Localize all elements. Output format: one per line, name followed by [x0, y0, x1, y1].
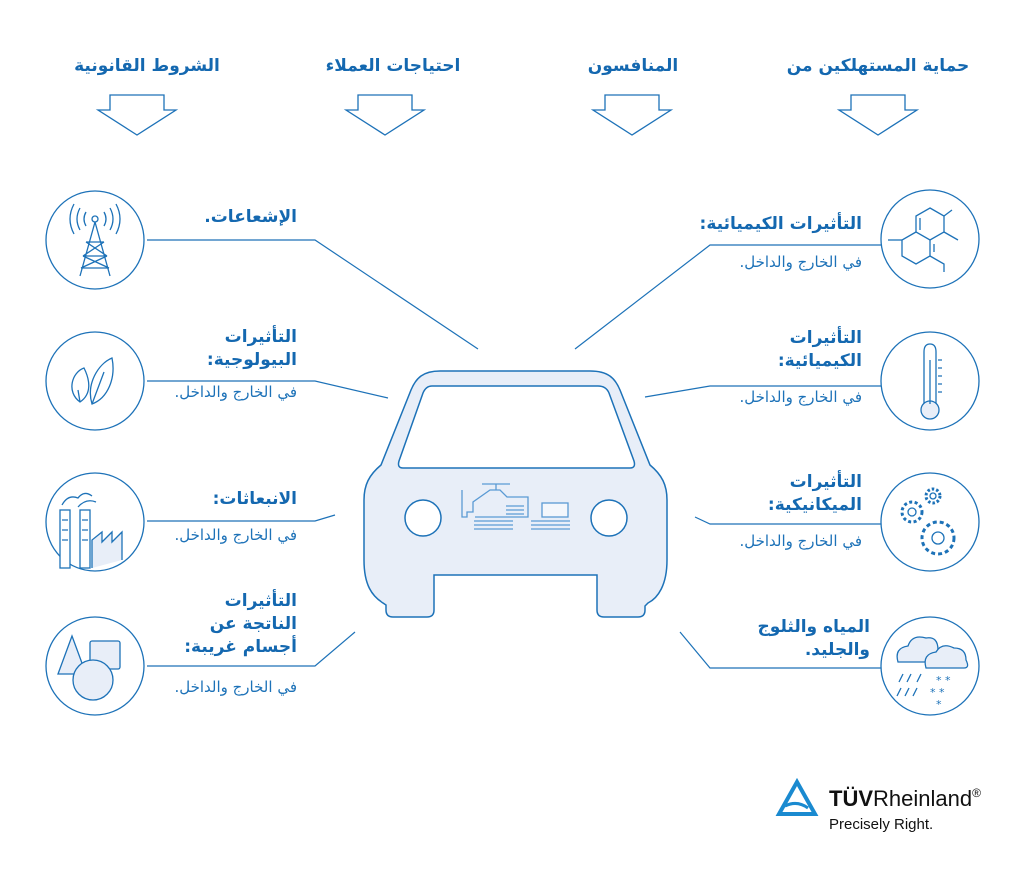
label-title: الإشعاعات. [204, 207, 297, 227]
molecule-icon [888, 207, 959, 272]
label-mechanical: التأثيرات الميكانيكية: في الخارج والداخل… [712, 471, 862, 551]
label-foreign-bodies: التأثيرات الناتجة عن أجسام غريبة: في الخ… [167, 590, 297, 697]
label-subtitle: في الخارج والداخل. [739, 253, 862, 271]
headlight [404, 499, 442, 537]
logo-tagline: Precisely Right. [829, 816, 934, 833]
label-subtitle: في الخارج والداخل. [174, 678, 297, 696]
arrow-down-icon [343, 94, 427, 136]
icon-circle [880, 472, 980, 572]
connector-line [574, 244, 882, 350]
arrow-down-icon [95, 94, 179, 136]
label-radiation: الإشعاعات. [97, 206, 297, 229]
connector-line [147, 514, 336, 522]
label-subtitle: في الخارج والداخل. [739, 532, 862, 550]
label-title: التأثيرات الكيميائية: [699, 214, 862, 234]
logo-brand-rest: Rheinland [873, 786, 973, 811]
logo-brand-bold: TÜV [829, 786, 873, 811]
tuv-logo-mark [775, 777, 819, 816]
leaf-icon [71, 357, 114, 405]
svg-text:*: * [936, 698, 942, 711]
label-subtitle: في الخارج والداخل. [174, 383, 297, 401]
svg-text:* *: * * [930, 686, 945, 699]
header-customer-needs: احتياجات العملاء [325, 56, 461, 76]
label-title: التأثيرات البيولوجية: [206, 327, 297, 370]
label-chemical-2: التأثيرات الكيميائية: في الخارج والداخل. [712, 327, 862, 407]
connector-line [694, 516, 882, 525]
tuv-logo: TÜVRheinland® Precisely Right. [829, 786, 981, 833]
connector-line [147, 631, 356, 667]
gears-icon [900, 487, 956, 556]
header-competitors: المنافسون [587, 56, 679, 76]
header-legal-requirements: الشروط القانونية [74, 56, 220, 76]
icon-circle [880, 189, 980, 289]
arrow-down-icon [836, 94, 920, 136]
label-biological: التأثيرات البيولوجية: في الخارج والداخل. [147, 326, 297, 402]
label-emissions: الانبعاثات: في الخارج والداخل. [97, 488, 297, 545]
label-title: التأثيرات الناتجة عن أجسام غريبة: [184, 591, 297, 657]
weather-icon: * * * * * [896, 636, 969, 711]
label-chemical-1: التأثيرات الكيميائية: في الخارج والداخل. [662, 213, 862, 272]
label-title: التأثيرات الميكانيكية: [767, 472, 862, 515]
headlight [590, 499, 628, 537]
connector-line [644, 385, 882, 398]
logo-brand: TÜVRheinland® [829, 786, 981, 812]
connector-line [147, 380, 389, 399]
label-subtitle: في الخارج والداخل. [174, 526, 297, 544]
connector-line [147, 239, 479, 350]
label-subtitle: في الخارج والداخل. [739, 388, 862, 406]
label-title: الانبعاثات: [212, 489, 297, 509]
thermometer-icon [920, 343, 942, 420]
connector-line [679, 631, 882, 669]
shapes-icon [57, 634, 121, 701]
header-consumer-protection: حماية المستهلكين من [786, 56, 970, 76]
radio-tower-icon [69, 203, 121, 277]
arrow-down-icon [590, 94, 674, 136]
windshield [397, 385, 636, 469]
logo-registered: ® [972, 786, 981, 800]
svg-text:* *: * * [936, 674, 951, 687]
car-illustration [363, 370, 668, 618]
factory-icon [59, 492, 123, 569]
label-water-snow-ice: المياه والثلوج والجليد. [720, 616, 870, 662]
label-title: التأثيرات الكيميائية: [777, 328, 862, 371]
label-title: المياه والثلوج والجليد. [757, 617, 870, 660]
engine-warning-icon [461, 483, 570, 530]
